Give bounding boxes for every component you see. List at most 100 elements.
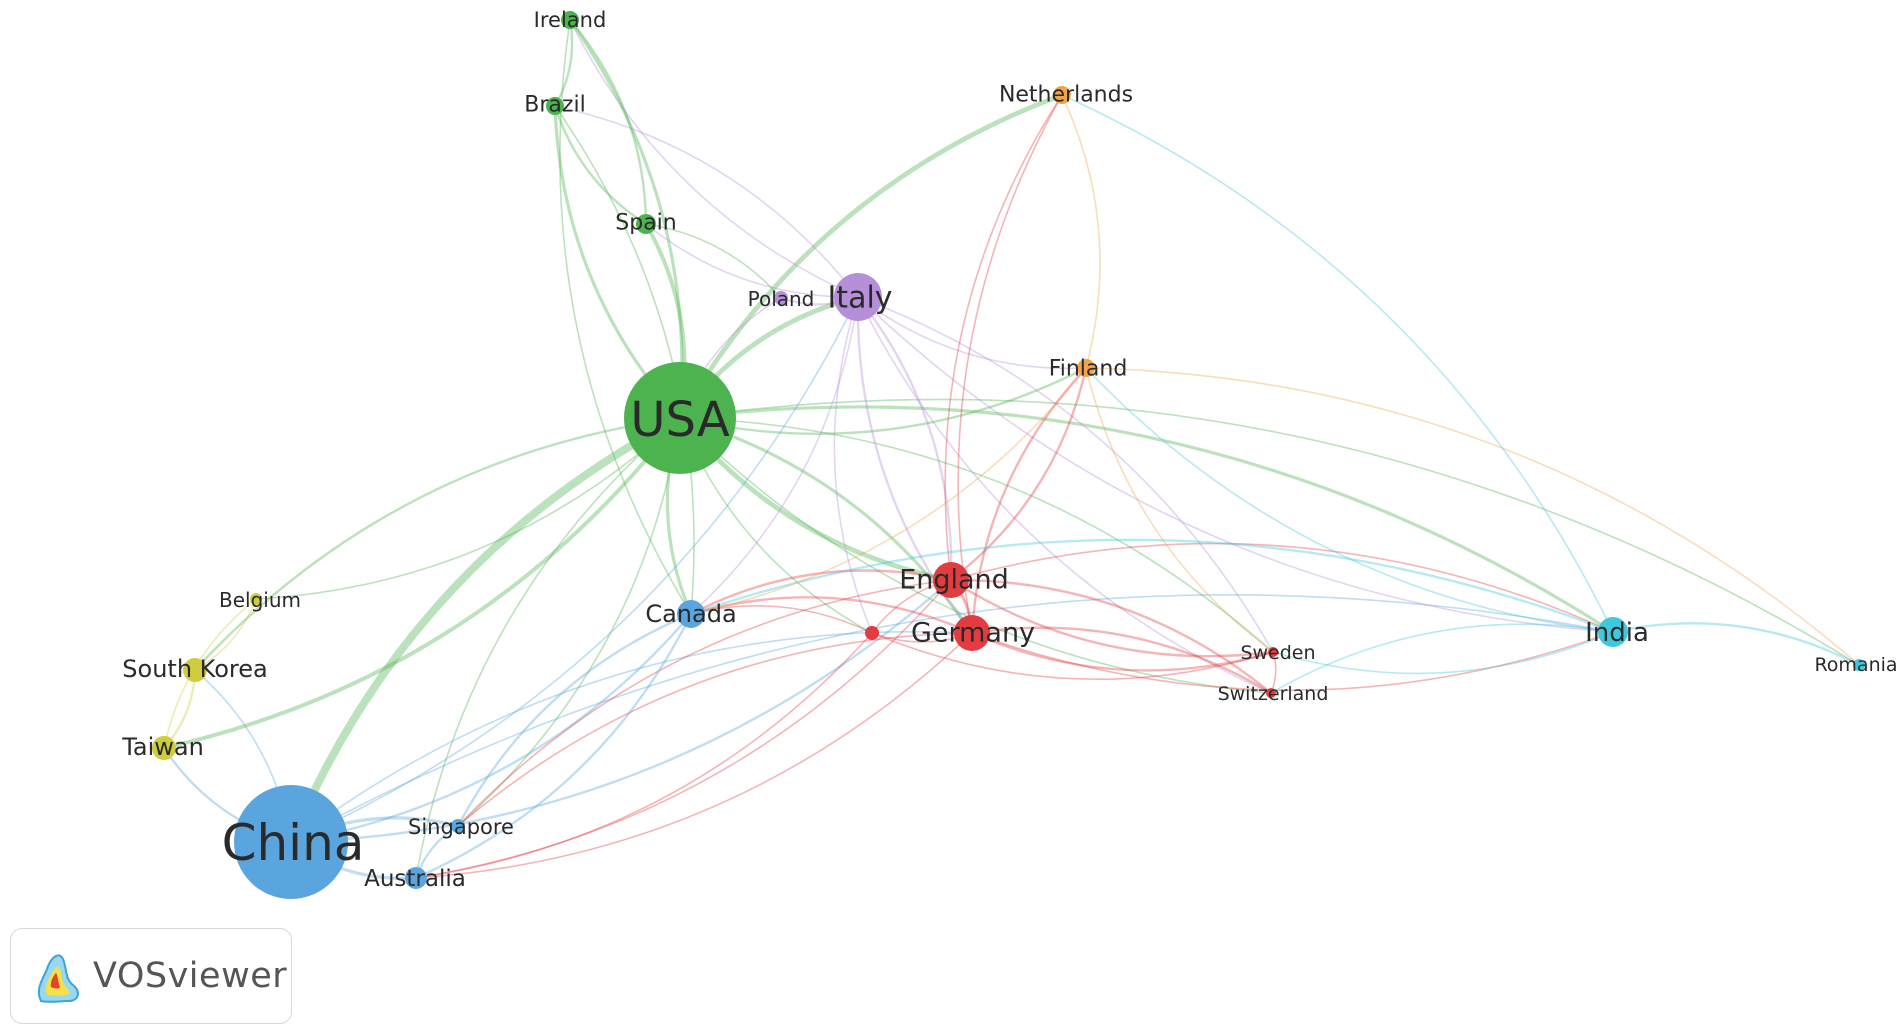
link-china-england [289,578,953,844]
logo-text: VOSviewer [93,956,288,996]
link-brazil-canada [554,105,695,615]
link-italy-india [857,296,1614,633]
node-label-ireland: Ireland [534,8,607,32]
link-england-india [950,542,1614,633]
link-germany-india [971,631,1614,691]
node-singapore[interactable] [451,819,465,833]
link-india-netherlands [1061,94,1614,633]
link-usa-southkorea [193,416,682,672]
node-canada[interactable] [677,600,705,628]
node-label-singapore: Singapore [408,815,514,839]
links-layer [162,18,1861,881]
link-unlabeled-red-sweden [871,632,1274,681]
link-italy-unlabeled-red [833,296,873,634]
link-usa-china [287,414,684,846]
link-usa-romania [679,398,1860,666]
link-india-switzerland [1270,623,1614,694]
link-china-canada [289,612,693,844]
link-usa-belgium [255,417,681,600]
link-china-italy [290,296,859,843]
node-taiwan[interactable] [152,736,176,760]
node-italy[interactable] [834,273,882,321]
node-label-italy: Italy [827,281,892,316]
link-spain-ireland [568,18,648,226]
node-label-taiwan: Taiwan [121,733,204,761]
node-label-switzerland: Switzerland [1218,683,1329,705]
node-label-netherlands: Netherlands [999,83,1133,108]
node-label-southkorea: South Korea [122,655,267,683]
link-usa-switzerland [679,417,1272,694]
node-label-sweden: Sweden [1240,642,1315,664]
node-sweden[interactable] [1268,647,1278,657]
link-england-canada [689,569,953,616]
link-usa-singapore [457,417,681,827]
link-italy-england [856,295,953,582]
link-usa-australia [415,417,681,879]
link-italy-spain [645,223,859,298]
link-unlabeled-red-canada [690,605,873,634]
link-germany-singapore [457,632,973,827]
link-germany-finland [970,366,1088,635]
link-canada-australia [414,612,693,880]
node-label-belgium: Belgium [219,588,301,612]
vosviewer-logo: VOSviewer [10,928,292,1024]
link-germany-canada [689,596,974,635]
link-usa-sweden [679,417,1274,653]
link-england-netherlands [944,94,1063,581]
node-unlabeled-red[interactable] [865,626,879,640]
link-unlabeled-red-australia [415,632,873,879]
link-italy-ireland [569,19,859,298]
node-belgium[interactable] [250,593,262,605]
link-india-romania [1611,622,1861,667]
node-label-poland: Poland [748,287,815,311]
link-usa-ireland [568,18,684,420]
node-ireland[interactable] [561,11,579,29]
node-finland[interactable] [1077,359,1095,377]
link-italy-switzerland [857,296,1272,694]
node-india[interactable] [1598,617,1628,647]
link-canada-singapore [456,612,693,828]
node-netherlands[interactable] [1053,86,1071,104]
link-usa-netherlands [677,92,1065,421]
link-italy-sweden [857,296,1274,653]
node-australia[interactable] [405,867,427,889]
node-switzerland[interactable] [1266,688,1276,698]
link-india-finland [1085,367,1614,633]
node-romania[interactable] [1853,659,1865,671]
node-label-usa: USA [630,392,729,448]
link-india-canada [689,538,1615,634]
node-china[interactable] [234,785,348,899]
link-usa-finland [678,366,1088,436]
node-germany[interactable] [954,615,990,651]
link-italy-canada [690,296,859,615]
node-poland[interactable] [774,291,788,305]
node-label-england: England [899,565,1009,596]
link-england-singapore [457,579,952,827]
node-spain[interactable] [636,214,656,234]
node-brazil[interactable] [546,97,564,115]
link-germany-netherlands [957,94,1063,634]
node-england[interactable] [933,562,969,598]
link-brazil-ireland [553,18,574,108]
node-southkorea[interactable] [183,658,207,682]
link-england-australia [415,579,952,879]
vosviewer-logo-icon [37,954,79,1003]
nodes-layer [152,11,1865,899]
node-label-germany: Germany [911,618,1035,649]
link-finland-sweden [1085,367,1274,653]
node-label-finland: Finland [1049,357,1128,382]
node-label-canada: Canada [645,600,736,628]
link-germany-australia [415,632,973,879]
link-usa-taiwan [162,416,682,750]
node-label-romania: Romania [1814,654,1897,676]
link-finland-canada [690,367,1087,615]
link-india-sweden [1272,631,1614,675]
node-usa[interactable] [624,362,736,474]
link-china-india [290,594,1614,843]
link-england-sweden [949,578,1275,658]
node-label-australia: Australia [364,866,466,892]
link-england-switzerland [949,578,1273,695]
node-label-india: India [1585,618,1649,648]
link-italy-brazil [554,105,859,298]
